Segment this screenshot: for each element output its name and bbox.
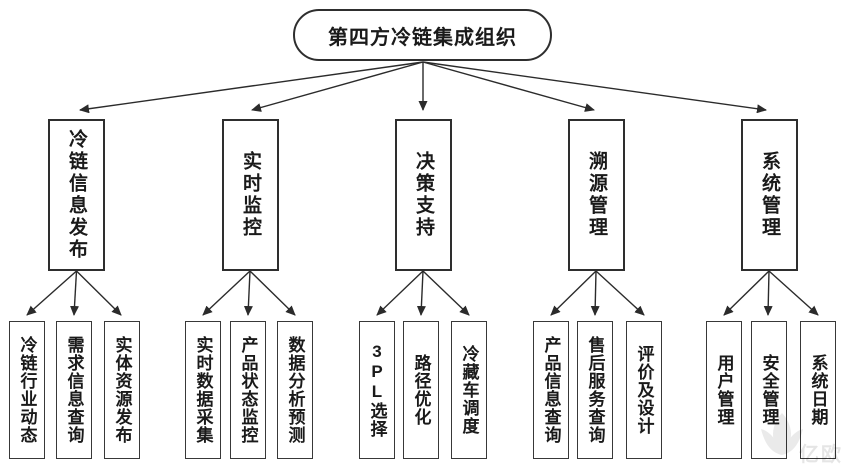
leaf-label: 路径优化 [411,354,431,426]
leaf-label: 安全管理 [759,354,779,426]
branch-label: 冷链信息发布 [66,129,87,261]
leaf-box: 实时数据采集 [185,321,221,459]
leaf-label: 需求信息查询 [64,336,84,444]
leaf-label: 实体资源发布 [112,336,132,444]
leaf-box: 产品状态监控 [230,321,266,459]
leaf-box: 系统日期 [800,321,836,459]
leaf-label: 系统日期 [808,354,828,426]
leaf-box: 评价及设计 [626,321,662,459]
leaf-label: 用户管理 [714,354,734,426]
leaf-box: 用户管理 [706,321,742,459]
leaf-label: 冷链行业动态 [17,336,37,444]
leaf-label: 产品状态监控 [238,336,258,444]
branch-label: 实时监控 [240,151,261,239]
leaf-box: 需求信息查询 [56,321,92,459]
leaf-label: 实时数据采集 [193,336,213,444]
leaf-label: 3PL选择 [367,342,387,438]
leaf-label: 产品信息查询 [541,336,561,444]
root-node-label: 第四方冷链集成组织 [328,26,517,49]
root-node: 第四方冷链集成组织 [293,9,552,61]
leaf-label: 评价及设计 [634,345,654,435]
branch-box-traceability-management: 溯源管理 [568,119,625,271]
leaf-label: 售后服务查询 [585,336,605,444]
branch-box-decision-support: 决策支持 [395,119,452,271]
branch-box-system-management: 系统管理 [741,119,798,271]
leaf-box: 路径优化 [403,321,439,459]
leaf-box: 产品信息查询 [533,321,569,459]
leaf-box: 实体资源发布 [104,321,140,459]
leaf-label: 数据分析预测 [285,336,305,444]
leaf-box: 冷藏车调度 [451,321,487,459]
leaf-label: 冷藏车调度 [459,345,479,435]
branch-box-realtime-monitoring: 实时监控 [222,119,279,271]
leaf-box: 安全管理 [751,321,787,459]
leaf-box: 数据分析预测 [277,321,313,459]
branch-label: 决策支持 [413,151,434,239]
branch-box-cold-chain-info-release: 冷链信息发布 [48,119,105,271]
leaf-box: 3PL选择 [359,321,395,459]
branch-label: 系统管理 [759,151,780,239]
leaf-box: 冷链行业动态 [9,321,45,459]
branch-label: 溯源管理 [586,151,607,239]
leaf-box: 售后服务查询 [577,321,613,459]
